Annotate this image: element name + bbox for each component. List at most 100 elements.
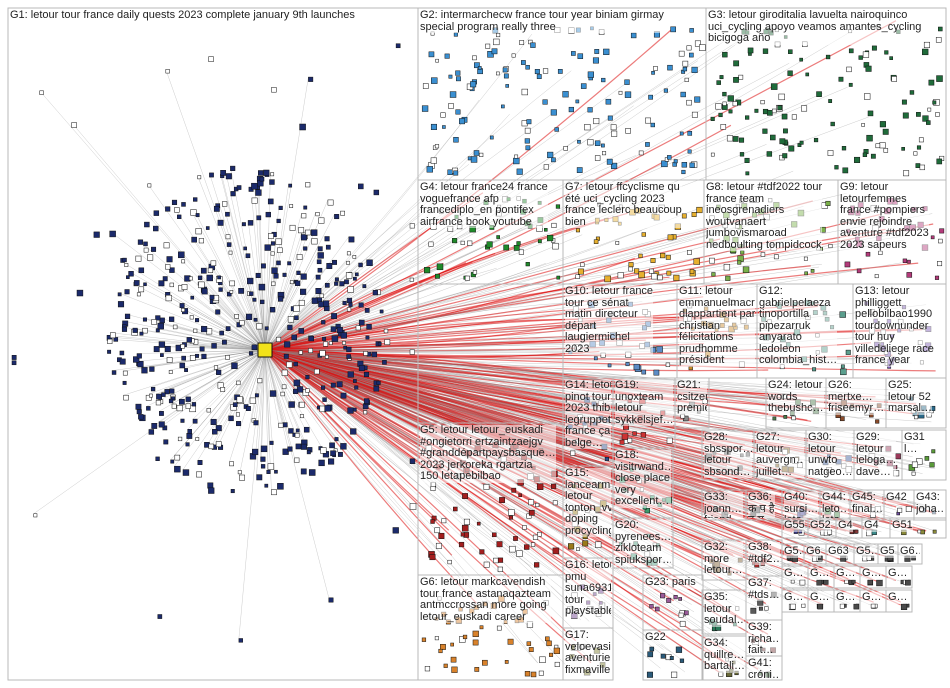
node-icon — [196, 472, 201, 477]
node-icon — [353, 255, 356, 258]
node-icon — [912, 472, 915, 475]
group-label-g32: G32: more letour… — [704, 542, 743, 577]
node-icon — [175, 455, 180, 460]
node-icon — [770, 135, 775, 140]
group-label-g20: G20: pyrenees… zikloteam spiukspor… — [615, 520, 671, 566]
node-icon — [763, 49, 768, 54]
node-icon — [327, 263, 332, 268]
node-icon — [937, 261, 942, 266]
node-icon — [903, 259, 907, 263]
node-icon — [233, 403, 237, 407]
node-icon — [246, 314, 252, 320]
node-icon — [366, 336, 369, 339]
node-icon — [679, 613, 683, 617]
node-icon — [902, 100, 906, 104]
node-icon — [498, 558, 503, 563]
node-icon — [277, 261, 281, 265]
node-icon — [774, 255, 778, 259]
node-icon — [299, 402, 304, 407]
node-icon — [695, 97, 701, 103]
node-icon — [325, 283, 329, 287]
node-icon — [149, 430, 154, 435]
node-icon — [294, 380, 300, 386]
node-icon — [270, 307, 275, 312]
node-icon — [451, 657, 456, 662]
node-icon — [206, 329, 212, 335]
node-icon — [611, 125, 616, 130]
node-icon — [454, 171, 458, 175]
group-label-gx3: G… — [836, 568, 856, 580]
node-icon — [348, 372, 354, 378]
node-icon — [252, 198, 257, 203]
node-icon — [531, 672, 536, 677]
node-icon — [367, 260, 373, 266]
node-icon — [734, 61, 739, 66]
group-label-g6: G6: letour markcavendish tour france ast… — [420, 577, 551, 623]
node-icon — [840, 312, 846, 318]
node-icon — [271, 490, 276, 495]
node-icon — [920, 165, 925, 170]
node-icon — [202, 354, 207, 359]
node-icon — [568, 544, 574, 550]
node-icon — [647, 672, 653, 678]
node-icon — [841, 365, 844, 368]
node-icon — [374, 386, 379, 391]
node-icon — [246, 406, 250, 410]
node-icon — [282, 385, 286, 389]
node-icon — [226, 235, 230, 239]
node-icon — [226, 355, 230, 359]
node-icon — [270, 391, 276, 397]
node-icon — [230, 281, 235, 286]
node-icon — [671, 27, 676, 32]
node-icon — [681, 92, 686, 97]
node-icon — [668, 235, 673, 240]
node-icon — [465, 276, 469, 280]
node-icon — [321, 320, 325, 324]
node-icon — [690, 28, 694, 32]
node-icon — [260, 177, 264, 181]
node-icon — [454, 33, 458, 37]
node-icon — [674, 275, 680, 281]
node-icon — [689, 53, 693, 57]
node-icon — [519, 250, 524, 255]
node-icon — [513, 158, 519, 164]
node-icon — [649, 269, 654, 274]
node-icon — [667, 155, 671, 159]
group-label-g37: G37: #tds… — [748, 578, 780, 601]
node-icon — [192, 402, 196, 406]
node-icon — [308, 348, 312, 352]
node-icon — [159, 422, 165, 428]
group-label-g40: G40: sursi… leto… — [784, 492, 818, 518]
node-icon — [288, 325, 293, 330]
node-icon — [282, 370, 288, 376]
group-label-gx10: G… — [888, 592, 908, 604]
group-label-g11: G11: letour emmanuelmacr… dlappartient p… — [679, 286, 755, 367]
node-icon — [125, 314, 130, 319]
node-icon — [226, 174, 232, 180]
node-icon — [525, 671, 530, 676]
node-icon — [284, 342, 290, 348]
node-icon — [180, 363, 185, 368]
node-icon — [467, 241, 472, 246]
group-label-g34: G34: quillre… bartali… — [704, 638, 744, 673]
node-icon — [745, 158, 750, 163]
node-icon — [198, 460, 202, 464]
node-icon — [165, 346, 171, 352]
node-icon — [290, 204, 293, 207]
node-icon — [926, 121, 930, 125]
node-icon — [733, 102, 737, 106]
node-icon — [501, 105, 504, 108]
node-icon — [156, 394, 161, 399]
node-icon — [396, 44, 400, 48]
node-icon — [182, 284, 187, 289]
node-icon — [452, 667, 458, 673]
node-icon — [288, 447, 293, 452]
node-icon — [312, 239, 318, 245]
group-label-g28: G28: sbsspor… letour sbsond… — [704, 432, 752, 478]
node-icon — [182, 260, 185, 263]
node-icon — [921, 530, 925, 534]
node-icon — [716, 104, 722, 110]
node-icon — [335, 278, 338, 281]
node-icon — [932, 450, 935, 453]
node-icon — [348, 408, 354, 414]
